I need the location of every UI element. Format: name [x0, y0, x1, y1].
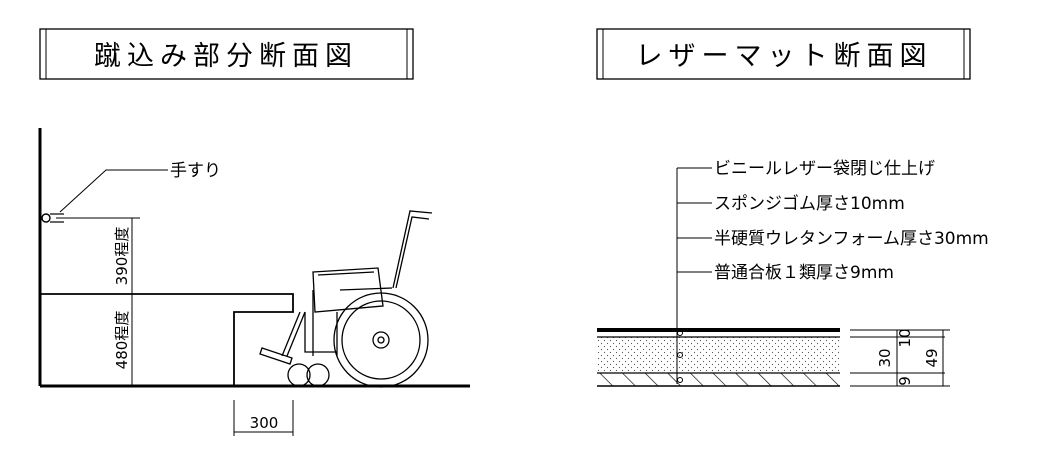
mat-dim-middle: 30 [876, 348, 894, 367]
handrail-icon [41, 213, 64, 223]
right-title-frame [596, 28, 971, 80]
mat-dim-bottom: 9 [896, 376, 914, 386]
left-title-frame [39, 28, 414, 80]
dimension-lines-bottom [233, 400, 294, 436]
layer-label-1: ビニールレザー袋閉じ仕上げ [714, 159, 935, 179]
dim-bottom-label: 300 [250, 414, 279, 432]
mat-dim-top: 10 [896, 328, 914, 347]
mat-layer-leaders [677, 167, 712, 273]
platform-outline [40, 293, 294, 386]
mat-cross-section [597, 328, 840, 387]
layer-label-4: 普通合板１類厚さ9mm [714, 263, 894, 283]
dim-upper-label: 390程度 [113, 227, 131, 286]
right-title: レザーマット断面図 [636, 41, 933, 72]
left-title: 蹴込み部分断面図 [94, 41, 358, 72]
handrail-leader [59, 169, 168, 213]
handrail-label: 手すり [170, 161, 221, 181]
layer-label-3: 半硬質ウレタンフォーム厚さ30mm [714, 229, 989, 249]
layer-label-2: スポンジゴム厚さ10mm [714, 193, 905, 214]
dim-lower-label: 480程度 [113, 311, 131, 370]
mat-dim-total: 49 [923, 348, 941, 367]
dimension-lines-vertical [56, 217, 140, 386]
wheelchair-icon [259, 210, 433, 388]
mat-dimension-lines [850, 329, 950, 387]
